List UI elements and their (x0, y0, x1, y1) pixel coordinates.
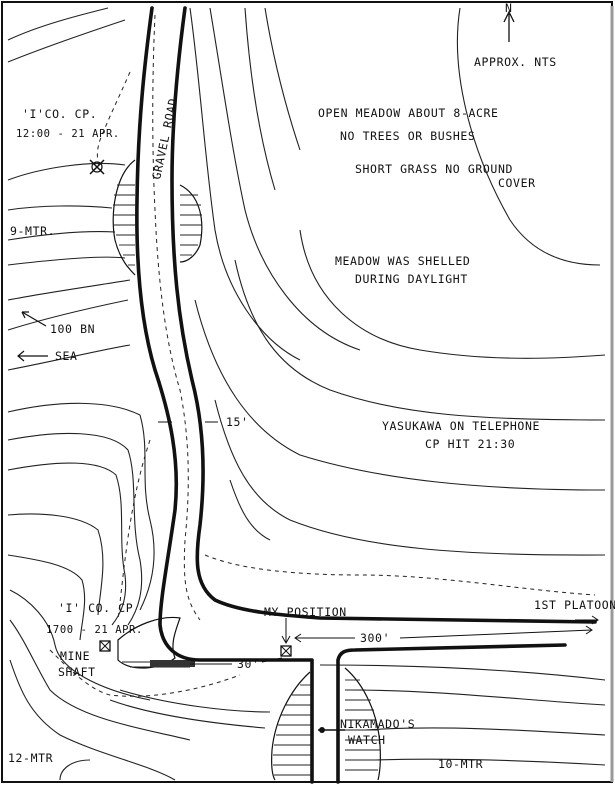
telephone-line-2: CP HIT 21:30 (425, 437, 515, 451)
bn-arrow (21, 311, 47, 327)
distance-300-label: 300' (360, 631, 390, 645)
hatched-bank-upper-left (112, 159, 136, 276)
distance-300-arrow (294, 625, 593, 643)
watch-marker (318, 727, 345, 733)
telephone-line-1: YASUKAWA ON TELEPHONE (382, 419, 540, 433)
north-arrow (503, 10, 515, 42)
hatched-bank-upper-right (179, 184, 203, 263)
elevation-lower-right: 10-MTR (438, 757, 483, 771)
sea-arrow (17, 350, 48, 362)
cp-upper-label-1: 'I'CO. CP. (22, 107, 97, 121)
cp-upper-marker (89, 159, 105, 175)
my-position-marker (280, 618, 292, 657)
distance-30-label: 30' (237, 657, 260, 671)
hatched-bank-lower-left (271, 671, 312, 781)
cp-lower-label-2: 1700 - 21 APR. (46, 624, 143, 636)
road-label: GRAVEL ROAD (149, 97, 180, 181)
shaft-label: SHAFT (58, 665, 96, 679)
contour-lines-right (189, 7, 606, 766)
my-position-label: MY POSITION (264, 605, 347, 619)
cp-lower-label-1: 'I' CO. CP (58, 601, 133, 615)
contour-lines-left (7, 7, 271, 781)
platoon-label: 1ST PLATOON (534, 598, 615, 612)
meadow-line-4: COVER (498, 176, 536, 190)
mine-shaft-area (117, 616, 195, 669)
scale-note: APPROX. NTS (474, 55, 557, 69)
shelled-line-1: MEADOW WAS SHELLED (335, 254, 470, 268)
sea-label: SEA (55, 349, 78, 363)
distance-30-arrow (190, 657, 283, 665)
hatched-bank-lower-right (344, 667, 381, 781)
gravel-road (135, 6, 597, 784)
cp-lower-marker (99, 640, 111, 652)
road-width-label: 15' (226, 415, 249, 429)
elevation-lower-left: 12-MTR (8, 751, 53, 765)
watch-label-1: NIKAMADO'S (340, 717, 415, 731)
watch-label-2: WATCH (348, 733, 386, 747)
bn-label: 100 BN (50, 322, 95, 336)
meadow-line-3: SHORT GRASS NO GROUND (355, 162, 513, 176)
elevation-upper-left: 9-MTR. (10, 224, 55, 238)
platoon-arrow (575, 615, 599, 625)
cp-upper-label-2: 12:00 - 21 APR. (16, 128, 120, 140)
mine-label: MINE (60, 649, 90, 663)
north-label: N (505, 1, 513, 15)
meadow-line-1: OPEN MEADOW ABOUT 8-ACRE (318, 106, 499, 120)
meadow-line-2: NO TREES OR BUSHES (340, 129, 475, 143)
shelled-line-2: DURING DAYLIGHT (355, 272, 468, 286)
